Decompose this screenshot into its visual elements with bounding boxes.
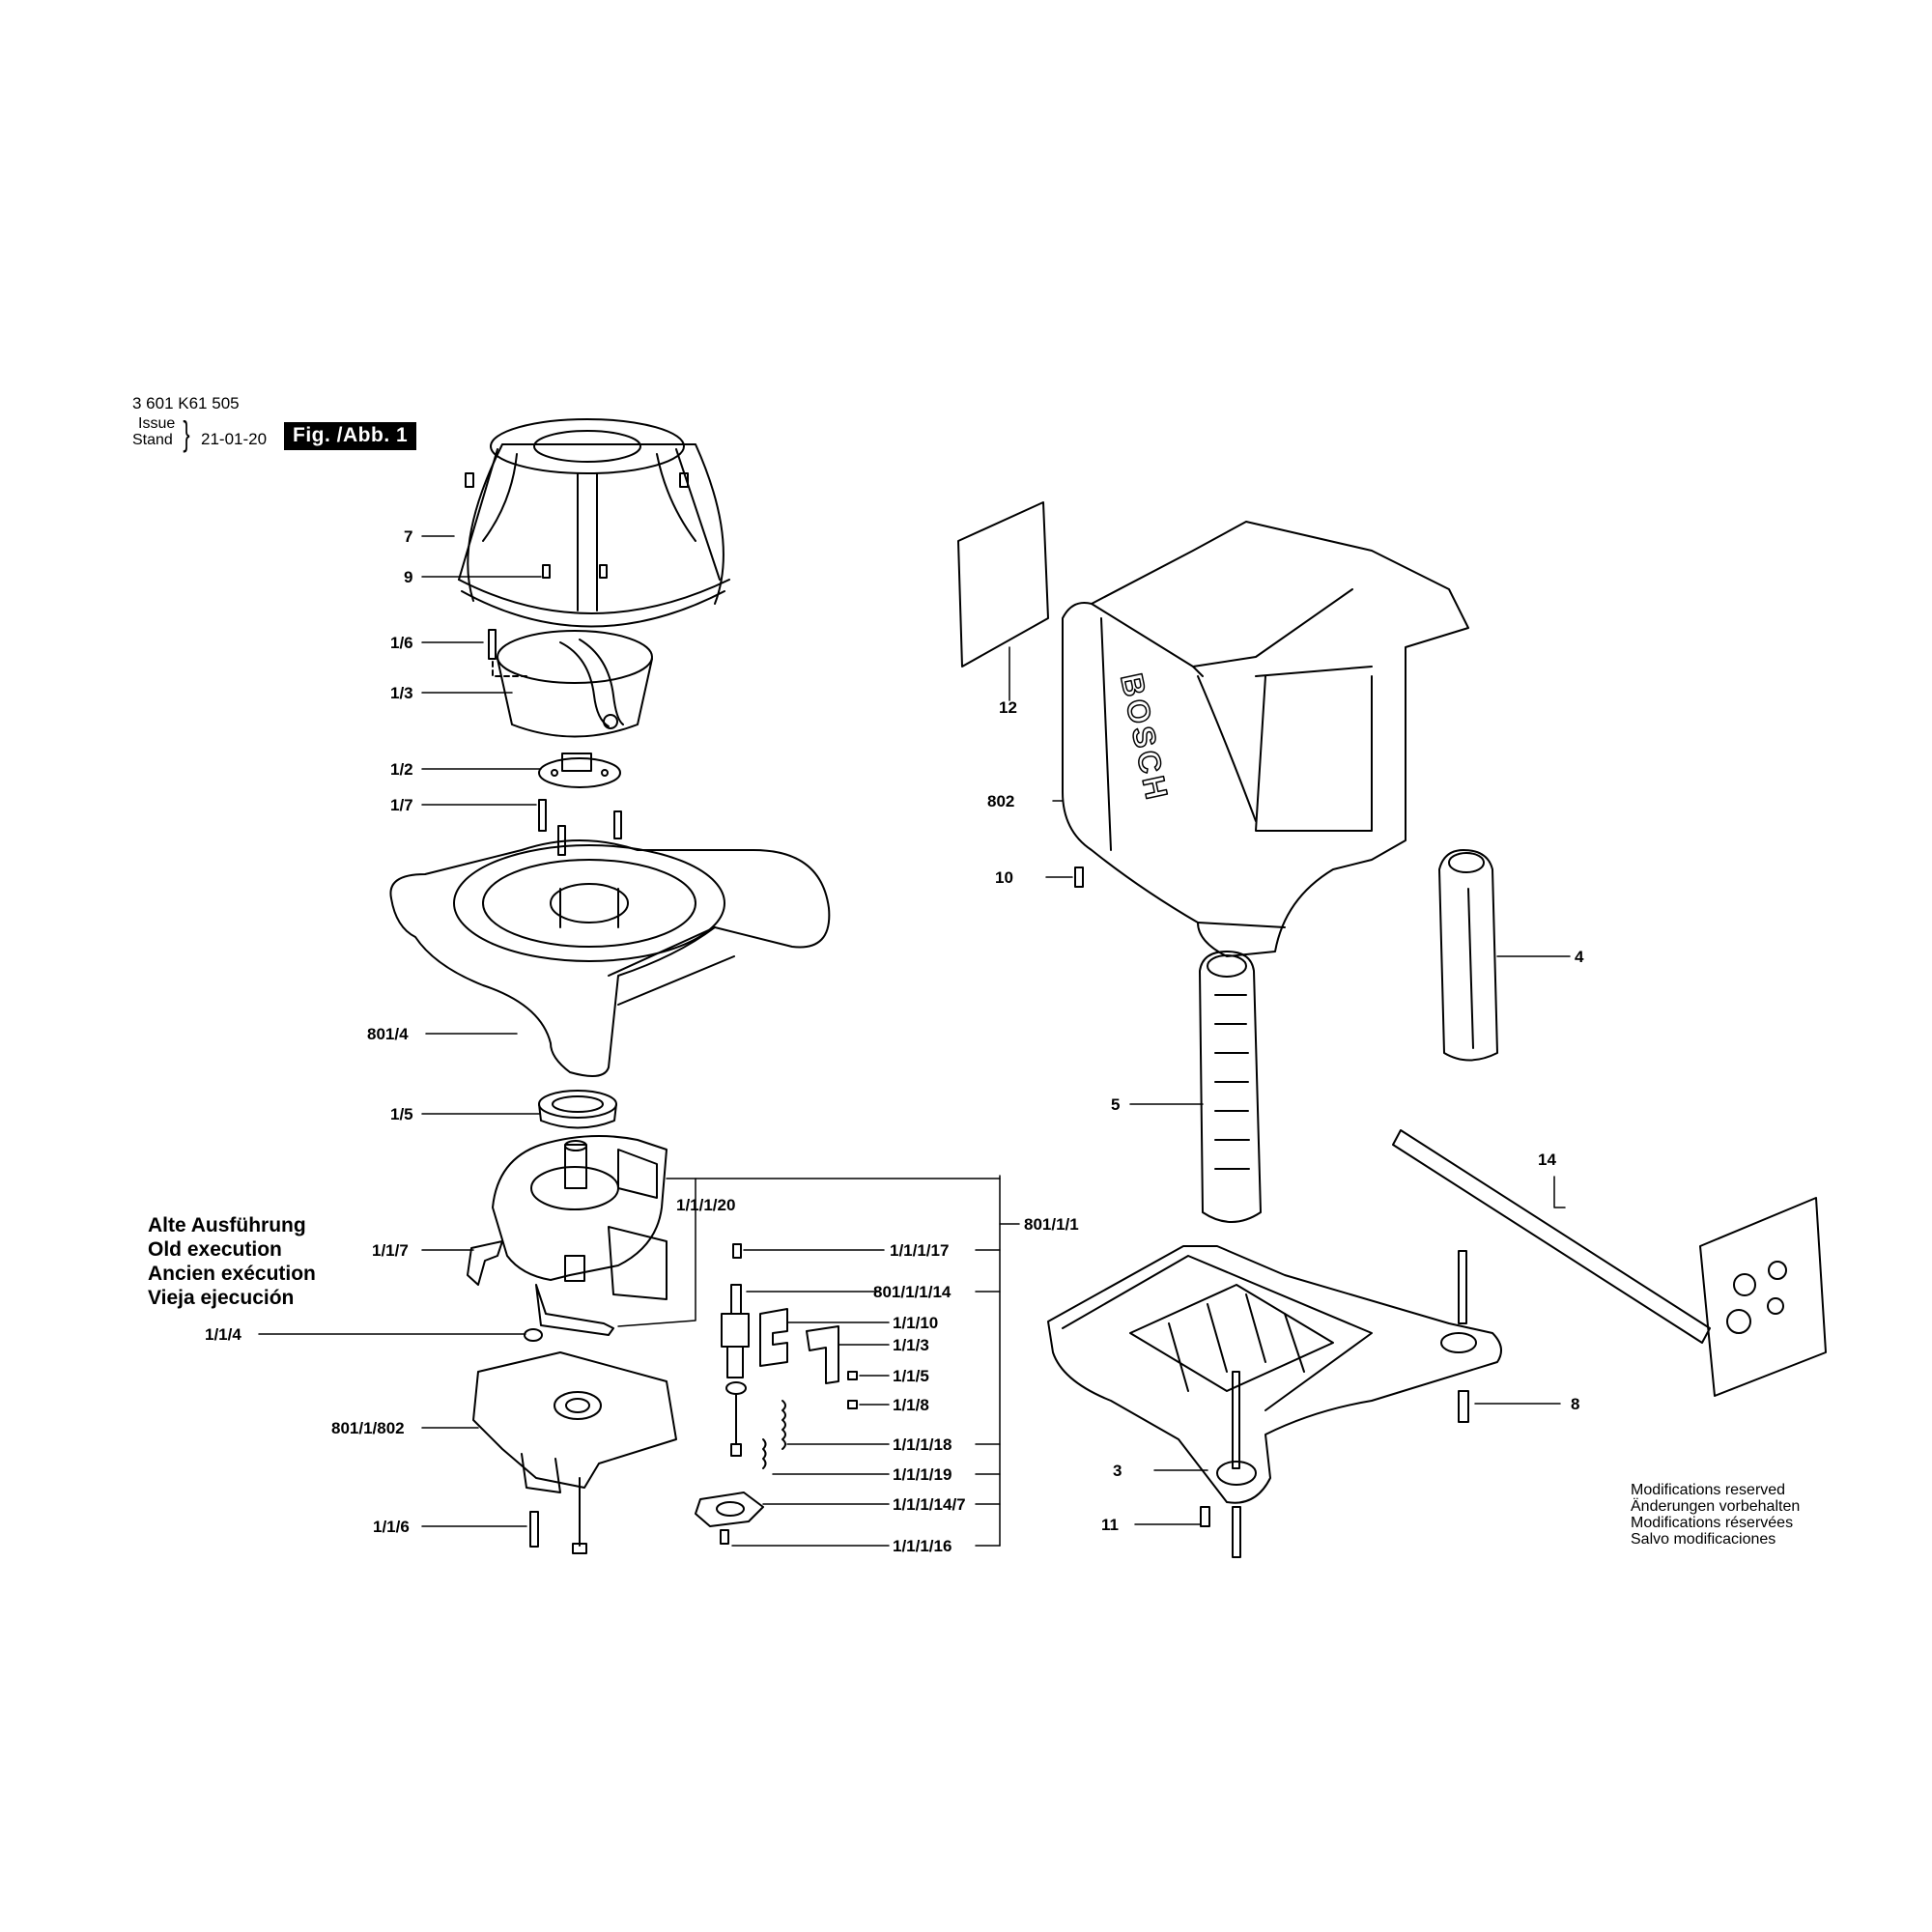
old-execution-en: Old execution [148,1238,282,1261]
label-12: 12 [999,698,1017,717]
label-801-4: 801/4 [367,1025,409,1043]
label-802: 802 [987,792,1014,810]
part-battery-housing-802 [1062,521,1469,957]
old-execution-es: Vieja ejecución [148,1287,295,1309]
label-1-7: 1/7 [390,796,413,814]
part-head-cap-1-3 [497,630,653,738]
brace-symbol: } [183,413,190,453]
label-1-6: 1/6 [390,634,413,652]
label-1-1-10: 1/1/10 [893,1314,938,1332]
label-1-1-1-14-7: 1/1/1/14/7 [893,1495,966,1514]
label-801-1-1: 801/1/1 [1024,1215,1079,1234]
label-1-1-1-17: 1/1/1/17 [890,1241,949,1260]
screw-1-1-5-icon [847,1371,858,1409]
label-1-1-6: 1/1/6 [373,1518,410,1536]
part-screw-1-1-1-17 [732,1243,742,1259]
label-14: 14 [1538,1151,1556,1169]
part-gasket-1-1-1-14-7 [695,1492,764,1527]
label-8: 8 [1571,1395,1579,1413]
part-clip-1-1-10 [759,1308,788,1367]
leader-lines [258,535,1571,1547]
part-motor-assembly-801-1-1 [492,1135,668,1300]
old-execution-note: Alte Ausführung Old execution Ancien exé… [148,1213,316,1310]
modifications-es: Salvo modificaciones [1631,1531,1776,1548]
part-ring-1-5 [538,1090,617,1129]
part-circuit-board-801-1-802 [472,1351,677,1554]
screw-1-7-icon [538,799,622,856]
modifications-de: Änderungen vorbehalten [1631,1498,1801,1515]
label-1-1-1-16: 1/1/1/16 [893,1537,952,1555]
part-bracket-1-1-7 [467,1240,503,1286]
brand-logo: BOSCH [1114,670,1175,806]
old-execution-de: Alte Ausführung [148,1214,306,1236]
label-801-1-1-14: 801/1/1/14 [873,1283,952,1301]
screw-1-1-6-icon [529,1511,539,1548]
issue-label: Issue [138,415,176,432]
part-flange-1-2 [538,753,621,788]
part-bracket-1-1-4 [524,1284,614,1342]
part-screw-1-1-1-16 [720,1529,729,1545]
part-base-plate-3 [1047,1245,1502,1504]
figure-label: Fig. /Abb. 1 [284,422,417,450]
label-1-1-8: 1/1/8 [893,1396,929,1414]
label-1-5: 1/5 [390,1105,413,1123]
label-10: 10 [995,868,1013,887]
part-spring-1-1-1-19 [762,1438,767,1469]
screw-11-icon [1200,1371,1241,1558]
label-1-1-1-19: 1/1/1/19 [893,1465,952,1484]
label-1-1-5: 1/1/5 [893,1367,929,1385]
part-label-sheet-12 [957,501,1049,668]
label-11: 11 [1101,1516,1119,1534]
part-housing-801-4 [389,839,831,1077]
label-1-2: 1/2 [390,760,413,779]
label-5: 5 [1111,1095,1120,1114]
label-1-3: 1/3 [390,684,413,702]
part-flex-cable-14 [1392,1129,1827,1397]
screw-1-6-icon [488,629,527,677]
label-801-1-802: 801/1/802 [331,1419,405,1437]
modifications-fr: Modifications réservées [1631,1515,1794,1531]
label-4: 4 [1575,948,1584,966]
modifications-en: Modifications reserved [1631,1482,1786,1498]
issue-stand-label: Issue Stand [132,415,192,448]
label-3: 3 [1113,1462,1122,1480]
stand-label: Stand [132,432,173,448]
label-1-1-1-20: 1/1/1/20 [676,1196,735,1214]
part-battery-5 [1199,951,1262,1223]
part-spring-1-1-1-18 [781,1400,786,1450]
screw-10-icon [1074,867,1084,888]
label-7: 7 [404,527,412,546]
label-9: 9 [404,568,412,586]
label-1-1-3: 1/1/3 [893,1336,929,1354]
part-plate-1-1-3 [806,1325,839,1384]
old-execution-fr: Ancien exécution [148,1263,316,1285]
modifications-note: Modifications reserved Änderungen vorbeh… [1631,1482,1800,1548]
screw-icon [465,472,689,579]
screw-8-icon [1458,1250,1469,1423]
part-battery-4 [1438,849,1498,1062]
label-1-1-7: 1/1/7 [372,1241,409,1260]
part-cage-7 [458,418,730,628]
part-number: 3 601 K61 505 [132,394,240,412]
issue-date: 21-01-20 [201,430,268,448]
part-guide-801-1-1-14 [721,1284,750,1457]
label-1-1-1-18: 1/1/1/18 [893,1435,952,1454]
label-1-1-4: 1/1/4 [205,1325,242,1344]
